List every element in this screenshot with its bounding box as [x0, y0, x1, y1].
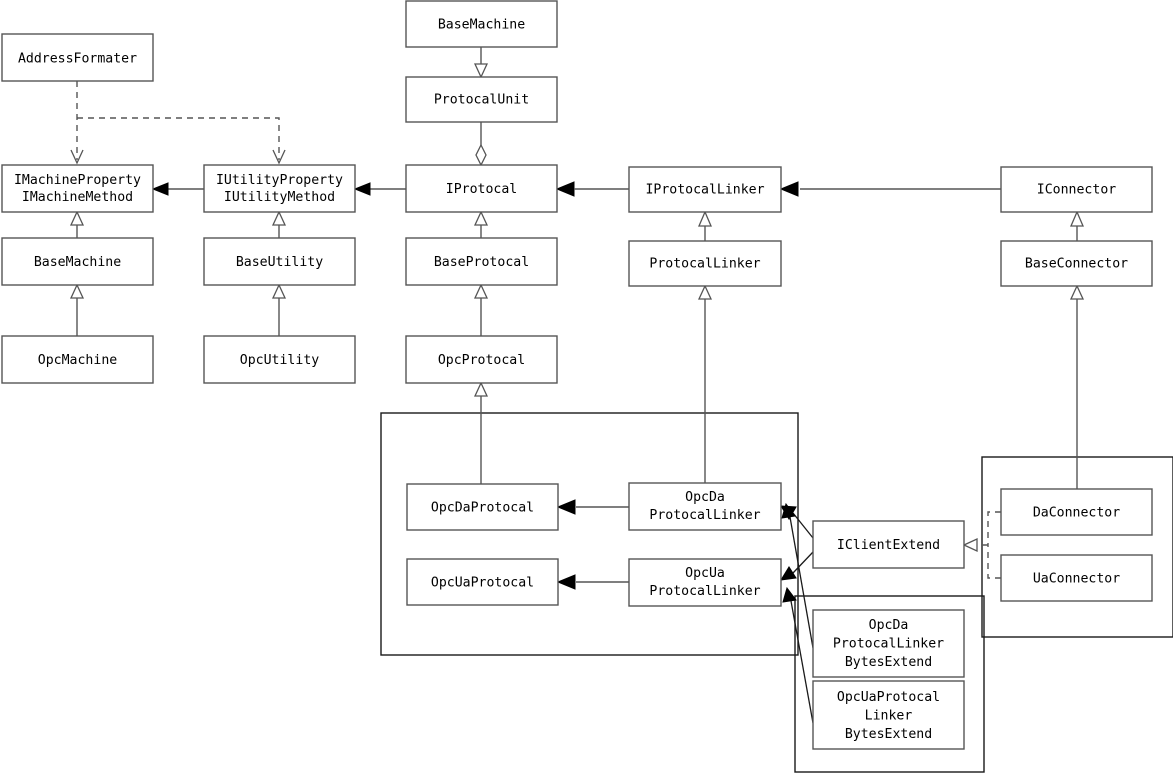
- class-opcuaprotocallinkerbytesextend[interactable]: OpcUaProtocal Linker BytesExtend: [812, 680, 965, 750]
- class-opcdaprotocallinker[interactable]: OpcDa ProtocalLinker: [628, 482, 782, 531]
- hollow-triangle-icon: [271, 283, 287, 299]
- class-baseprotocal[interactable]: BaseProtocal: [405, 237, 558, 286]
- solid-arrowhead-icon: [782, 586, 797, 603]
- class-uaconnector[interactable]: UaConnector: [1000, 554, 1153, 602]
- class-label-line2: ProtocalLinker: [649, 508, 760, 523]
- open-arrowhead-icon: [70, 149, 84, 165]
- class-label-line1: IUtilityProperty: [216, 173, 343, 188]
- class-label: DaConnector: [1033, 506, 1120, 521]
- class-label: OpcDaProtocal: [431, 501, 534, 516]
- edge-iclientextend-to-opcualinker: [792, 551, 814, 574]
- hollow-triangle-icon: [698, 210, 712, 227]
- hollow-triangle-icon: [697, 284, 713, 300]
- class-label-line1: OpcDa: [869, 618, 909, 633]
- class-label-line3: BytesExtend: [845, 655, 932, 670]
- class-label: IClientExtend: [837, 538, 940, 553]
- class-opcprotocal[interactable]: OpcProtocal: [405, 335, 558, 384]
- hollow-triangle-icon: [1069, 284, 1085, 300]
- solid-arrowhead-icon: [779, 181, 799, 197]
- class-label: BaseProtocal: [434, 255, 529, 270]
- solid-arrowhead-icon: [780, 566, 797, 581]
- class-iclientextend[interactable]: IClientExtend: [812, 520, 965, 569]
- solid-arrowhead-icon: [556, 499, 576, 515]
- class-opcutility[interactable]: OpcUtility: [203, 335, 356, 384]
- class-label-line2: ProtocalLinker: [833, 637, 944, 652]
- class-label: IProtocal: [446, 182, 517, 197]
- class-baseconnector[interactable]: BaseConnector: [1000, 240, 1153, 287]
- class-label: OpcUtility: [240, 353, 319, 368]
- class-label: BaseMachine: [438, 18, 525, 33]
- class-iconnector[interactable]: IConnector: [1000, 166, 1153, 213]
- edge-opcuabytesextend-to-opcualinker: [790, 600, 814, 724]
- class-label-line2: ProtocalLinker: [649, 584, 760, 599]
- class-opcdaprotocal[interactable]: OpcDaProtocal: [406, 483, 559, 531]
- class-basemachine-top[interactable]: BaseMachine: [405, 0, 558, 48]
- class-opcdaprotocallinkerbytesextend[interactable]: OpcDa ProtocalLinker BytesExtend: [812, 609, 965, 678]
- hollow-triangle-icon: [271, 210, 287, 226]
- hollow-triangle-icon: [1070, 210, 1084, 227]
- bytes-extend-group: [794, 595, 985, 773]
- class-label-line1: OpcDa: [685, 490, 725, 505]
- hollow-triangle-icon: [962, 537, 978, 553]
- class-protocallinker[interactable]: ProtocalLinker: [628, 240, 782, 287]
- hollow-triangle-icon: [473, 381, 489, 397]
- class-label-line1: OpcUa: [685, 566, 725, 581]
- class-opcuaprotocal[interactable]: OpcUaProtocal: [406, 558, 559, 606]
- class-iprotocallinker[interactable]: IProtocalLinker: [628, 166, 782, 213]
- hollow-triangle-icon: [473, 210, 489, 226]
- class-label: IProtocalLinker: [645, 183, 764, 198]
- edge-uaconnector-to-iclientextend: [987, 545, 1001, 579]
- class-opcuaprotocallinker[interactable]: OpcUa ProtocalLinker: [628, 558, 782, 607]
- solid-arrowhead-icon: [781, 502, 796, 519]
- hollow-triangle-icon: [473, 63, 489, 79]
- solid-arrowhead-icon: [353, 182, 371, 196]
- edge-iclientextend-to-opcdalinker: [792, 512, 814, 539]
- class-label-line1: OpcUaProtocal: [837, 690, 940, 705]
- edge-opcdabytesextend-to-opcdalinker: [789, 516, 814, 649]
- class-label-line1: IMachineProperty: [14, 173, 141, 188]
- class-label: IConnector: [1037, 183, 1116, 198]
- class-baseutility[interactable]: BaseUtility: [203, 237, 356, 286]
- class-label: BaseUtility: [236, 255, 323, 270]
- class-addressformater[interactable]: AddressFormater: [1, 33, 154, 82]
- hollow-diamond-icon: [475, 143, 487, 167]
- hollow-triangle-icon: [69, 283, 85, 299]
- protocal-linker-group: [380, 412, 799, 656]
- hollow-triangle-icon: [69, 210, 85, 226]
- class-label: OpcProtocal: [438, 353, 525, 368]
- class-label: BaseConnector: [1025, 257, 1128, 272]
- class-iprotocal[interactable]: IProtocal: [405, 164, 558, 213]
- class-label-line2: IMachineMethod: [22, 190, 133, 205]
- class-label-line2: Linker: [865, 709, 913, 724]
- solid-arrowhead-icon: [555, 181, 575, 197]
- edge-daconnector-to-iclientextend: [987, 511, 1001, 545]
- class-label-line3: BytesExtend: [845, 727, 932, 742]
- class-opcmachine[interactable]: OpcMachine: [1, 335, 154, 384]
- class-label: UaConnector: [1033, 572, 1120, 587]
- class-imachineproperty-imachinemethod[interactable]: IMachineProperty IMachineMethod: [1, 164, 154, 213]
- class-label: OpcUaProtocal: [431, 576, 534, 591]
- solid-arrowhead-icon: [151, 182, 169, 196]
- class-basemachine-left[interactable]: BaseMachine: [1, 237, 154, 286]
- class-label: ProtocalLinker: [649, 257, 760, 272]
- class-label: AddressFormater: [18, 52, 137, 67]
- class-protocalunit[interactable]: ProtocalUnit: [405, 76, 558, 123]
- class-label: BaseMachine: [34, 255, 121, 270]
- hollow-triangle-icon: [473, 283, 489, 299]
- class-daconnector[interactable]: DaConnector: [1000, 488, 1153, 536]
- solid-arrowhead-icon: [556, 574, 576, 590]
- open-arrowhead-icon: [272, 149, 286, 165]
- class-iutilityproperty-iutilitymethod[interactable]: IUtilityProperty IUtilityMethod: [203, 164, 356, 213]
- class-label-line2: IUtilityMethod: [224, 190, 335, 205]
- class-label: ProtocalUnit: [434, 93, 529, 108]
- class-label: OpcMachine: [38, 353, 117, 368]
- edge-addressformater-to-utilityinterface: [77, 117, 280, 160]
